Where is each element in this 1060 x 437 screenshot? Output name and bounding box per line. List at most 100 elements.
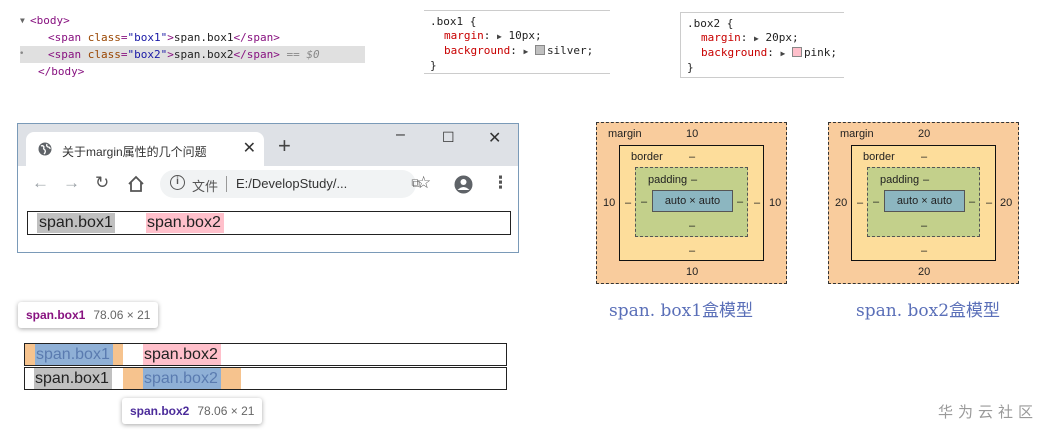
dom-line-span-box2-selected[interactable]: • <span class="box2">span.box2</span> ==… (19, 46, 365, 63)
site-info-label: 文件 (192, 179, 219, 194)
css-prop-value[interactable]: pink; (803, 46, 838, 59)
css-prop-value[interactable]: 10px; (508, 29, 542, 42)
menu-kebab-icon[interactable]: ⋮ (492, 173, 509, 192)
margin-top-value[interactable]: 20 (918, 128, 931, 140)
margin-highlight-left (123, 368, 143, 389)
css-prop-value[interactable]: silver; (546, 44, 594, 57)
expand-arrow-icon[interactable]: ▶ (497, 32, 502, 41)
forward-arrow-icon[interactable]: → (63, 173, 80, 192)
content-box[interactable]: auto × auto (652, 190, 733, 212)
dom-bracket: > (167, 31, 174, 44)
expand-arrow-icon[interactable]: ▶ (523, 47, 529, 56)
margin-right-value[interactable]: 20 (1000, 197, 1013, 209)
dom-line-body-open[interactable]: ▼ <body> (20, 12, 365, 29)
dom-attr-value: "box1" (127, 31, 168, 44)
padding-left-value[interactable]: – (641, 196, 648, 208)
content-box[interactable]: auto × auto (884, 190, 965, 212)
border-label: border (631, 151, 663, 163)
padding-bottom-value[interactable]: – (689, 220, 696, 232)
margin-bottom-value[interactable]: 10 (686, 266, 699, 278)
dom-attr-name: class (81, 31, 121, 44)
span-box2[interactable]: span.box2 (146, 213, 224, 233)
expand-triangle-icon[interactable]: ▼ (20, 16, 25, 25)
dom-bracket: > (167, 48, 174, 61)
border-bottom-value[interactable]: – (921, 245, 928, 257)
dom-close-tag: </span> (233, 31, 280, 44)
margin-bottom-value[interactable]: 20 (918, 266, 931, 278)
css-prop-name: margin (444, 29, 484, 42)
css-declaration-margin[interactable]: margin: ▶ 20px; (701, 31, 799, 44)
span-box2[interactable]: span.box2 (143, 344, 221, 365)
expand-arrow-icon[interactable]: ▶ (780, 49, 786, 58)
border-left-value[interactable]: – (857, 197, 864, 209)
border-left-value[interactable]: – (625, 197, 632, 209)
highlight-strip-box1: span.box1 span.box2 (24, 343, 507, 366)
border-bottom-value[interactable]: – (689, 245, 696, 257)
reload-icon[interactable]: ↻ (95, 173, 110, 192)
border-right-value[interactable]: – (754, 197, 761, 209)
dom-line-span-box1[interactable]: <span class="box1">span.box1</span> (20, 29, 365, 46)
padding-top-value[interactable]: – (691, 174, 698, 186)
dom-text: span.box1 (173, 31, 234, 44)
highlight-strip-box2: span.box1 span.box2 (24, 367, 507, 390)
ellipsis-icon[interactable]: • (19, 49, 25, 59)
border-top-value[interactable]: – (689, 151, 696, 163)
padding-label: padding (648, 174, 688, 186)
expand-arrow-icon[interactable]: ▶ (754, 34, 759, 43)
dom-selected-marker: == $0 (279, 48, 320, 61)
tab-title: 关于margin属性的几个问题 (62, 145, 207, 159)
css-declaration-margin[interactable]: margin: ▶ 10px; (444, 29, 542, 42)
info-icon[interactable]: i (170, 175, 185, 190)
margin-left-value[interactable]: 10 (603, 197, 616, 209)
color-swatch-silver[interactable] (534, 45, 545, 55)
border-top-value[interactable]: – (921, 151, 928, 163)
home-icon[interactable] (127, 175, 145, 193)
padding-top-value[interactable]: – (923, 174, 930, 186)
minimize-icon[interactable]: – (396, 126, 405, 143)
address-bar[interactable]: i 文件 E:/DevelopStudy/... ⧉ (160, 170, 420, 198)
padding-bottom-value[interactable]: – (921, 220, 928, 232)
close-tab-icon[interactable]: ✕ (242, 140, 256, 157)
span-box1-highlighted[interactable]: span.box1 (35, 344, 113, 365)
border-right-value[interactable]: – (986, 197, 993, 209)
new-tab-button[interactable]: + (278, 133, 291, 158)
url-text[interactable]: E:/DevelopStudy/... (236, 176, 348, 191)
box-model-caption-box1: span. box1盒模型 (609, 301, 754, 321)
watermark: 华为云社区 (938, 404, 1039, 421)
color-swatch-pink[interactable] (791, 47, 802, 57)
css-prop-value[interactable]: 20px; (765, 31, 799, 44)
translate-icon[interactable]: ⧉ (411, 176, 420, 190)
span-box2-highlighted[interactable]: span.box2 (143, 368, 221, 389)
span-box1[interactable]: span.box1 (37, 213, 115, 233)
margin-highlight-left (25, 344, 35, 365)
tab-strip: 关于margin属性的几个问题 ✕ + – ☐ ✕ (18, 124, 518, 166)
margin-right-value[interactable]: 10 (769, 197, 782, 209)
dom-tag: <span (48, 48, 82, 61)
css-declaration-background[interactable]: background: ▶ pink; (701, 46, 838, 59)
dom-line-body-close[interactable]: </body> (20, 63, 365, 80)
css-declaration-background[interactable]: background: ▶ silver; (444, 44, 594, 57)
browser-window: 关于margin属性的几个问题 ✕ + – ☐ ✕ ← → ↻ i 文件 E:/… (17, 123, 519, 253)
tooltip-element-name: span.box1 (26, 308, 86, 322)
dom-body-open-tag: <body> (30, 14, 70, 27)
border-box: border – – – – padding – – – – auto × au… (851, 145, 996, 261)
span-box1[interactable]: span.box1 (34, 368, 112, 389)
profile-avatar-icon[interactable] (454, 175, 473, 194)
css-selector[interactable]: .box2 { (687, 17, 734, 30)
box-model-caption-box2: span. box2盒模型 (856, 301, 1001, 321)
star-icon[interactable]: ☆ (416, 173, 432, 192)
margin-top-value[interactable]: 10 (686, 128, 699, 140)
padding-right-value[interactable]: – (737, 196, 744, 208)
css-selector[interactable]: .box1 { (430, 15, 477, 28)
browser-tab[interactable]: 关于margin属性的几个问题 ✕ (26, 132, 264, 166)
css-close-brace: } (687, 61, 694, 74)
globe-icon (38, 142, 52, 156)
padding-right-value[interactable]: – (969, 196, 976, 208)
close-window-icon[interactable]: ✕ (488, 130, 502, 147)
page-content-line: span.box1 span.box2 (27, 211, 511, 235)
margin-left-value[interactable]: 20 (835, 197, 848, 209)
padding-left-value[interactable]: – (873, 196, 880, 208)
maximize-icon[interactable]: ☐ (442, 129, 455, 145)
back-arrow-icon[interactable]: ← (32, 173, 49, 192)
